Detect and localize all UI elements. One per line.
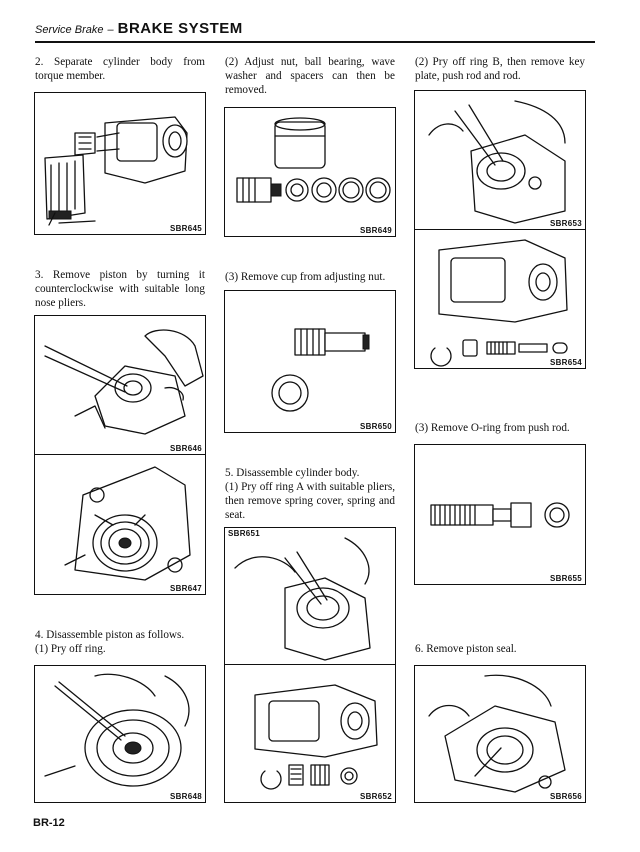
header-dash: – xyxy=(107,24,114,36)
figure-sbr653: SBR653 xyxy=(414,90,586,230)
left-step-3-text: 3. Remove piston by turning it countercl… xyxy=(35,269,205,309)
adjust-nut-parts-illustration xyxy=(236,117,391,203)
figure-code: SBR650 xyxy=(359,422,392,431)
ring-a-removal-illustration xyxy=(234,537,371,661)
middle-step-5-sub-1: (1) Pry off ring A with suitable pliers,… xyxy=(225,481,395,521)
right-step-2-text: (2) Pry off ring B, then remove key plat… xyxy=(415,56,585,82)
page-header: Service Brake – BRAKE SYSTEM xyxy=(35,20,595,43)
figure-sbr645: SBR645 xyxy=(34,92,206,235)
figure-sbr646: SBR646 xyxy=(34,315,206,455)
figure-code: SBR651 xyxy=(228,529,261,538)
ring-b-removal-illustration xyxy=(428,100,566,224)
middle-step-3-text: (3) Remove cup from adjusting nut. xyxy=(225,271,386,283)
figure-sbr654: SBR654 xyxy=(414,229,586,369)
figure-sbr647: SBR647 xyxy=(34,454,206,595)
cylinder-body-boot-illustration xyxy=(64,466,191,581)
figure-code: SBR646 xyxy=(169,444,202,453)
figure-code: SBR653 xyxy=(549,219,582,228)
figure-code: SBR649 xyxy=(359,226,392,235)
push-rod-o-ring-illustration xyxy=(430,502,570,528)
figure-code: SBR647 xyxy=(169,584,202,593)
piston-removal-pliers-illustration xyxy=(44,329,204,435)
page-number: BR-12 xyxy=(33,817,65,829)
piston-ring-removal-illustration xyxy=(44,673,190,787)
middle-step-5-title: 5. Disassemble cylinder body. xyxy=(225,467,360,479)
piston-seal-removal-illustration xyxy=(428,674,566,793)
figure-code: SBR652 xyxy=(359,792,392,801)
caliper-separation-illustration xyxy=(44,116,188,226)
figure-sbr656: SBR656 xyxy=(414,665,586,803)
figure-sbr650: SBR650 xyxy=(224,290,396,433)
figure-sbr648: SBR648 xyxy=(34,665,206,803)
figure-sbr649: SBR649 xyxy=(224,107,396,237)
figure-code: SBR648 xyxy=(169,792,202,801)
left-step-4-title: 4. Disassemble piston as follows. xyxy=(35,629,185,641)
left-step-4-sub-1: (1) Pry off ring. xyxy=(35,643,106,655)
figure-code: SBR645 xyxy=(169,224,202,233)
figure-code: SBR655 xyxy=(549,574,582,583)
right-step-3-text: (3) Remove O-ring from push rod. xyxy=(415,422,570,434)
figure-sbr655: SBR655 xyxy=(414,444,586,585)
figure-code: SBR656 xyxy=(549,792,582,801)
figure-sbr651: SBR651 xyxy=(224,527,396,665)
middle-step-2-text: (2) Adjust nut, ball bearing, wave washe… xyxy=(225,56,395,96)
header-rule xyxy=(35,41,595,43)
cup-adjusting-nut-illustration xyxy=(271,328,370,412)
section-label: Service Brake xyxy=(35,24,104,36)
figure-sbr652: SBR652 xyxy=(224,664,396,803)
page-title: BRAKE SYSTEM xyxy=(117,20,243,37)
spring-cover-parts-illustration xyxy=(254,684,378,790)
right-step-6-text: 6. Remove piston seal. xyxy=(415,643,517,655)
key-plate-push-rod-parts-illustration xyxy=(430,239,568,367)
figure-code: SBR654 xyxy=(549,358,582,367)
left-step-2-text: 2. Separate cylinder body from torque me… xyxy=(35,56,205,82)
